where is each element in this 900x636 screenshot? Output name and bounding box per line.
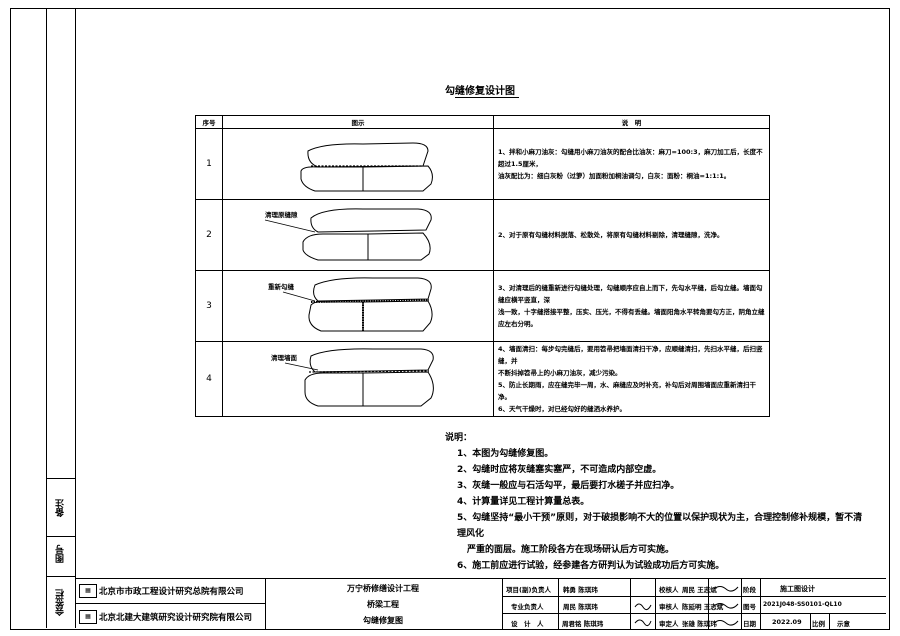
check-label: 审定人	[659, 620, 679, 628]
desc-line: 浅一致，十字缝搭接平整，压实、压光，不得有丢缝。墙面阳角水平转角要勾方正，阴角立…	[498, 308, 765, 328]
figure-cell: 清理原缝隙	[222, 199, 494, 271]
desc-line: 2、对于原有勾缝材料脱落、松散处，将原有勾缝材料剔除，清理缝隙，洗净。	[498, 231, 724, 239]
desc-line: 1、拌和小麻刀油灰：勾缝用小麻刀油灰的配合比油灰：麻刀=100:3，麻刀加工后，…	[498, 148, 763, 168]
table-row: 2 清理原缝隙 2、对于原有勾缝材料脱落、松散处，将原有勾缝材料剔除，清理缝隙，…	[195, 199, 770, 271]
drawing-title: 勾缝修复设计图	[445, 86, 515, 97]
role-label: 设 计 人	[511, 620, 544, 628]
desc-line: 不断抖掉笤帚上的小麻刀油灰，减少污染。	[498, 369, 622, 377]
check-names: 陈延明 王志斌	[682, 603, 724, 611]
desc-line: 6、天气干燥时，对已经勾好的缝洒水养护。	[498, 405, 627, 413]
row-description: 2、对于原有勾缝材料脱落、松散处，将原有勾缝材料剔除，清理缝隙，洗净。	[493, 199, 770, 271]
stone-joint-figure-3: 重新勾缝	[268, 277, 433, 332]
meta-label-date: 日期	[743, 620, 756, 628]
role-names: 周君铭 陈琪玮	[562, 620, 604, 628]
callout-label: 重新勾缝	[268, 282, 295, 291]
desc-line: 油灰配比为：细白灰粉（过箩）加面粉加桐油调匀，白灰：面粉：桐油=1:1:1。	[498, 172, 731, 180]
general-notes: 说明： 1、本图为勾缝修复图。 2、勾缝时应将灰缝塞实塞严，不可造成内部空虚。 …	[445, 430, 865, 574]
note-item-continued: 严重的面层。施工阶段各方在现场研认后方可实施。	[467, 545, 675, 555]
row-index: 2	[195, 199, 223, 271]
margin-cell-date: 会签栏	[46, 576, 75, 629]
stone-joint-figure-4: 清理墙面	[271, 348, 434, 407]
handwritten-signatures	[634, 603, 652, 627]
header-index: 序号	[195, 115, 223, 129]
meta-label-stage: 阶段	[743, 586, 756, 594]
institute-logo-icon: ▦	[79, 584, 97, 598]
notes-heading: 说明：	[445, 433, 473, 443]
margin-label-date: 会签栏	[56, 589, 66, 616]
handwritten-signatures	[713, 586, 739, 626]
title-underline	[455, 97, 519, 98]
note-item: 2、勾缝时应将灰缝塞实塞严，不可造成内部空虚。	[457, 465, 662, 475]
figure-cell: 清理墙面	[222, 341, 494, 417]
note-item: 3、灰缝一般应与石活勾平，最后要打水槎子并应扫净。	[457, 481, 680, 491]
check-label: 审核人	[659, 603, 679, 611]
org-secondary: 北京北建大建筑研究设计研究院有限公司	[99, 613, 253, 623]
meta-value-drawing-no: 2021J048-SS0101-QL10	[763, 601, 842, 608]
note-item: 6、施工前应进行试验，经参建各方研判认为试验成功后方可实施。	[457, 561, 725, 571]
role-label: 专业负责人	[511, 603, 544, 611]
callout-label: 清理墙面	[271, 353, 298, 362]
check-names: 张雄 陈琪玮	[682, 620, 717, 628]
note-item: 4、计算量详见工程计算量总表。	[457, 497, 590, 507]
table-row: 4 清理墙面 4、墙面清扫：每步勾完缝后，要用笤帚把墙面清扫干净，应顺缝清扫，先…	[195, 341, 770, 417]
row-description: 4、墙面清扫：每步勾完缝后，要用笤帚把墙面清扫干净，应顺缝清扫，先扫水平缝，后扫…	[493, 341, 770, 417]
org-primary: 北京市市政工程设计研究总院有限公司	[99, 587, 244, 597]
role-names: 周民 陈琪玮	[563, 603, 598, 611]
desc-line: 3、对清理后的缝重新进行勾缝处理，勾缝顺序应自上而下，先勾水平缝，后勾立缝。墙面…	[498, 284, 763, 304]
row-index: 3	[195, 270, 223, 342]
row-index: 1	[195, 128, 223, 200]
project-name: 万宁桥修缮设计工程	[347, 584, 419, 593]
table-row: 1 1、拌和小麻刀油灰：勾缝用小麻刀油灰的配合比油灰：麻刀=100:3，麻刀加工…	[195, 128, 770, 200]
header-figure: 图示	[222, 115, 494, 129]
countersign-column	[46, 8, 76, 628]
role-names: 韩勇 陈琪玮	[563, 586, 598, 594]
figure-cell	[222, 128, 494, 200]
note-item: 1、本图为勾缝修复图。	[457, 449, 554, 459]
title-block: ▦ 北京市市政工程设计研究总院有限公司 ▦ 北京北建大建筑研究设计研究院有限公司…	[75, 578, 886, 629]
drawing-name: 勾缝修复图	[363, 616, 403, 625]
margin-cell-drawing-no: 图号	[46, 536, 75, 577]
stone-joint-figure-2: 清理原缝隙	[264, 208, 432, 261]
table-row: 3 重新勾缝 3、对清理后的缝重新进行勾缝处理，勾缝顺序应自上而下，先勾水平缝，…	[195, 270, 770, 342]
stone-joint-figure-1	[300, 142, 433, 192]
subproject-name: 桥梁工程	[367, 600, 399, 609]
scale-value: 示意	[837, 620, 850, 628]
meta-label-drawing-no: 图号	[743, 603, 756, 611]
desc-line: 4、墙面清扫：每步勾完缝后，要用笤帚把墙面清扫干净，应顺缝清扫，先扫水平缝，后扫…	[498, 345, 763, 365]
header-description: 说 明	[493, 115, 770, 129]
scale-label: 比例	[812, 620, 825, 628]
check-label: 校核人	[659, 586, 679, 594]
meta-value-stage: 施工图设计	[780, 585, 815, 593]
row-description: 3、对清理后的缝重新进行勾缝处理，勾缝顺序应自上而下，先勾水平缝，后勾立缝。墙面…	[493, 270, 770, 342]
margin-label-drawing-no: 图号	[56, 545, 66, 563]
row-index: 4	[195, 341, 223, 417]
desc-line: 5、防止长期雨，应在缝完毕一周，水、麻缝应及时补充，补勾后对周围墙面应重新清扫干…	[498, 381, 757, 401]
row-description: 1、拌和小麻刀油灰：勾缝用小麻刀油灰的配合比油灰：麻刀=100:3，麻刀加工后，…	[493, 128, 770, 200]
sheet-frame	[10, 8, 890, 630]
check-names: 周民 王志斌	[682, 586, 717, 594]
repair-spec-table: 序号 图示 说 明 1 1、拌和小麻刀油灰：勾缝用小麻刀油灰的配合比油灰：麻刀=…	[195, 115, 770, 417]
binding-margin	[10, 8, 76, 628]
role-label: 项目(副)负责人	[506, 586, 551, 594]
margin-cell-notes: 备注	[46, 478, 75, 537]
callout-label: 清理原缝隙	[265, 210, 298, 219]
figure-cell: 重新勾缝	[222, 270, 494, 342]
note-item: 5、勾缝坚持“最小干预”原则，对于破损影响不大的位置以保护现状为主，合理控制修补…	[457, 513, 863, 539]
margin-label-notes: 备注	[56, 499, 66, 517]
meta-value-date: 2022.09	[772, 618, 802, 626]
table-header-row: 序号 图示 说 明	[195, 115, 770, 129]
institute-logo-icon: ▦	[79, 610, 97, 624]
